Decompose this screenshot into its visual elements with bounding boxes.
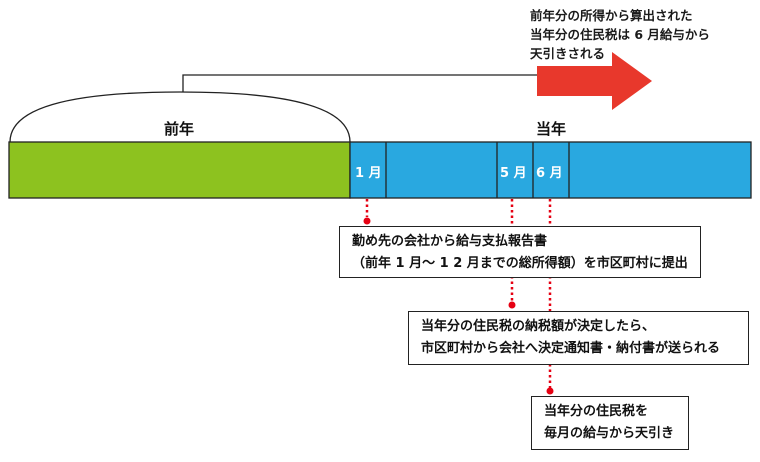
step-line: 毎月の給与から天引き <box>544 426 675 441</box>
step-line: 当年分の住民税を <box>544 404 649 419</box>
jun-connector-dot <box>546 387 554 395</box>
carry-over-note: 前年分の所得から算出された 当年分の住民税は 6 月給与から 天引きされる <box>530 6 755 63</box>
jan-connector-dot <box>363 217 371 225</box>
step-line: 市区町村から会社へ決定通知書・納付書が送られる <box>421 341 721 356</box>
prev-year-arc <box>9 91 351 143</box>
step-box-monthly-deduction: 当年分の住民税を 毎月の給与から天引き <box>531 396 689 450</box>
carry-over-bracket <box>182 74 540 92</box>
current-year-bar <box>349 141 752 199</box>
step-line: （前年 1 月〜 1 2 月までの総所得額）を市区町村に提出 <box>352 256 688 271</box>
current-year-label: 当年 <box>536 120 567 138</box>
prev-year-bar <box>8 141 351 199</box>
month-label-jan: 1 月 <box>355 166 382 181</box>
month-label-jun: 6 月 <box>536 166 563 181</box>
step-box-tax-notification: 当年分の住民税の納税額が決定したら、 市区町村から会社へ決定通知書・納付書が送ら… <box>408 311 749 365</box>
note-line: 前年分の所得から算出された <box>530 8 693 23</box>
carry-over-arrow <box>537 52 652 110</box>
note-line: 天引きされる <box>530 46 606 61</box>
may-connector-dot <box>508 301 516 309</box>
note-line: 当年分の住民税は 6 月給与から <box>530 27 710 42</box>
step-line: 勤め先の会社から給与支払報告書 <box>352 234 548 249</box>
prev-year-label: 前年 <box>164 120 195 138</box>
step-line: 当年分の住民税の納税額が決定したら、 <box>421 319 656 334</box>
step-box-report-submission: 勤め先の会社から給与支払報告書 （前年 1 月〜 1 2 月までの総所得額）を市… <box>339 226 701 278</box>
month-label-may: 5 月 <box>500 166 527 181</box>
